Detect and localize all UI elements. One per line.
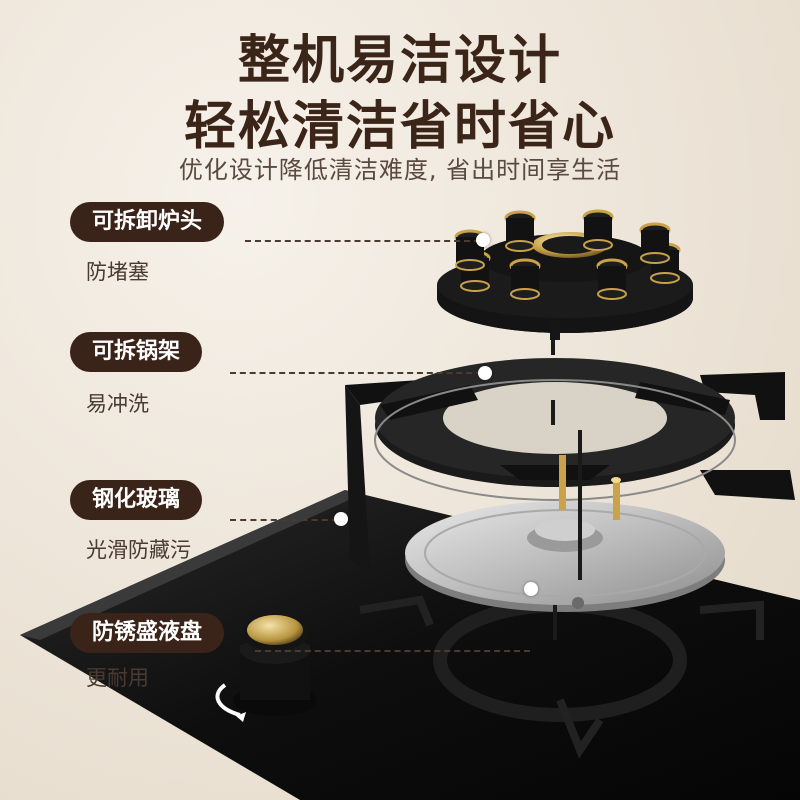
feature-label-rustproof-drip-tray: 防锈盛液盘 [70, 613, 225, 653]
control-knob [215, 615, 317, 722]
feature-label-tempered-glass: 钢化玻璃 [70, 480, 203, 520]
callout-dot [334, 512, 348, 526]
leader-line [255, 650, 530, 652]
pan-support-frame [345, 372, 795, 570]
headline-line-1: 整机易洁设计 [237, 31, 562, 91]
feature-label-removable-pan-support: 可拆锅架 [70, 332, 203, 372]
feature-label-removable-burner: 可拆卸炉头 [70, 202, 225, 242]
leader-line [230, 519, 338, 521]
headline-line-2: 轻松清洁省时省心 [183, 97, 616, 157]
feature-desc-anti-clog: 防堵塞 [86, 260, 149, 284]
pan-support-ring [374, 358, 736, 501]
callout-dot [524, 582, 538, 596]
feature-desc-more-durable: 更耐用 [86, 666, 149, 690]
feature-desc-smooth-stain-resistant: 光滑防藏污 [86, 538, 191, 562]
feature-desc-easy-rinse: 易冲洗 [86, 392, 149, 416]
headline-subtitle: 优化设计降低清洁难度, 省出时间享生活 [178, 156, 622, 184]
burner-head [437, 209, 693, 340]
drip-tray [405, 455, 725, 612]
callout-dot [478, 366, 492, 380]
leader-line [230, 372, 482, 374]
leader-line [245, 240, 480, 242]
callout-dot [476, 233, 490, 247]
